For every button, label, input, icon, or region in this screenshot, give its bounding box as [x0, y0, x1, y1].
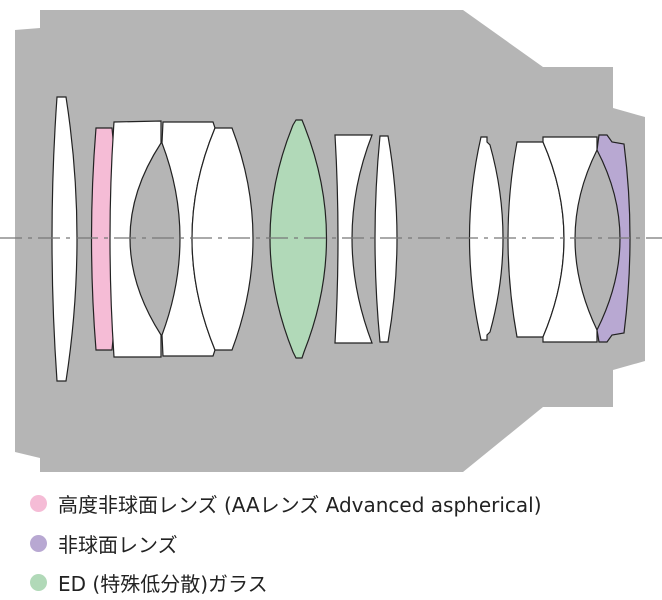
lens-element-5	[191, 127, 254, 351]
lens-element-1	[51, 96, 78, 382]
green-dot-icon	[30, 574, 47, 591]
legend-label: 非球面レンズ	[58, 533, 178, 557]
lens-element-6-ed-glass	[269, 119, 328, 359]
lens-element-7	[334, 134, 373, 344]
pink-dot-icon	[30, 495, 47, 512]
lens-element-3	[109, 120, 162, 358]
purple-dot-icon	[30, 535, 47, 552]
legend-item-aa-aspherical: 高度非球面レンズ (AAレンズ Advanced aspherical)	[30, 489, 542, 518]
lens-element-8	[374, 135, 398, 343]
legend-item-ed-glass: ED (特殊低分散)ガラス	[30, 568, 268, 597]
legend-item-aspherical: 非球面レンズ	[30, 529, 178, 558]
lens-element-12-aspherical	[596, 134, 631, 343]
legend-label: ED (特殊低分散)ガラス	[58, 572, 268, 596]
lens-element-11	[542, 136, 598, 343]
lens-construction-diagram	[0, 10, 662, 472]
legend-label: 高度非球面レンズ (AAレンズ Advanced aspherical)	[58, 493, 542, 517]
